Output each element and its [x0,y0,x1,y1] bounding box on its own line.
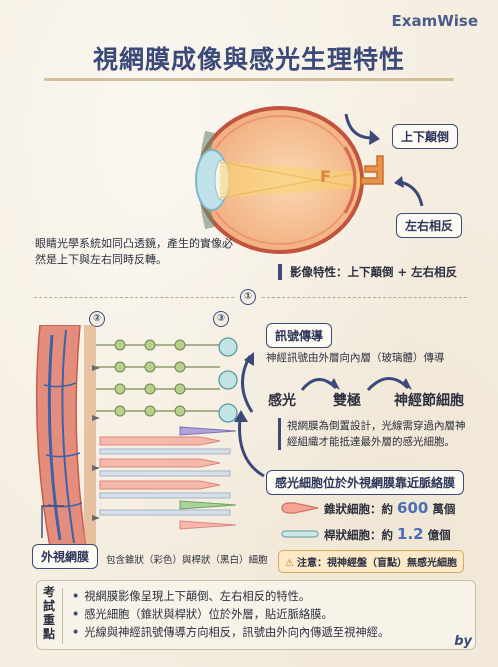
key-point-item: 光線與神經訊號傳導方向相反，訊號由外向內傳遞至視神經。 [72,624,389,642]
rod-cell-icon [281,530,319,538]
flip-arrow-icon [394,176,424,207]
rod-count-row: 桿狀細胞：約 1.2 億個 [324,525,451,543]
photoreceptor-tag: 感光細胞位於外視網膜靠近脈絡膜 [266,470,465,495]
cell-caption: 包含錐狀（彩色）與桿狀（黑白）細胞 [106,555,268,566]
retina-cell-illustration [35,325,238,548]
rotate-arrow-icon [344,113,380,145]
image-property: 影像特性：上下顛倒 + 左右相反 [278,264,457,280]
photoreceptor-pointer-arrow [234,410,265,478]
flow-arrows [300,377,412,392]
key-point-item: 感光細胞（錐狀與桿狀）位於外層，貼近脈絡膜。 [72,606,389,624]
flow-bipolar: 雙極 [333,393,361,409]
outer-retina-bracket [41,505,64,538]
inverted-f-icon [360,155,384,185]
marker-three: ③ [213,311,229,327]
blind-spot-warning: ⚠注意：視神經盤（盲點）無感光細胞 [278,550,464,573]
flow-ganglion: 神經節細胞 [394,393,464,409]
eye-illustration: F [195,106,364,254]
brand-logo: ExamWise [391,12,478,30]
left-right-tag: 左右相反 [396,213,463,238]
section-divider-left [34,297,234,298]
signature: by [454,634,472,649]
flow-photoreceptor: 感光 [268,393,296,409]
signal-description: 神經訊號由外層向內層（玻璃體）傳導 [266,352,445,364]
marker-one: ① [240,289,256,305]
lens-note: 眼睛光學系統如同凸透鏡，產生的實像必然是上下與左右同時反轉。 [35,237,233,266]
outer-retina-tag: 外視網膜 [32,544,99,569]
cone-label: 錐狀細胞：約 [324,502,393,516]
page-title: 視網膜成像與感光生理特性 [92,45,405,74]
rod-unit: 億個 [427,528,451,542]
section-divider-right [262,297,467,298]
warning-icon: ⚠ [285,558,294,569]
key-points-list: 視網膜影像呈現上下顛倒、左右相反的特性。 感光細胞（錐狀與桿狀）位於外層，貼近脈… [72,588,389,642]
signal-tag: 訊號傳導 [266,323,333,348]
cone-cell-icon [281,502,319,514]
cone-unit: 萬個 [432,502,456,516]
warning-text: 注意：視神經盤（盲點）無感光細胞 [296,558,457,569]
marker-two: ② [89,311,105,327]
rod-count: 1.2 [397,525,424,543]
cone-count-row: 錐狀細胞：約 600 萬個 [324,499,455,517]
signal-direction-arrow [241,352,254,413]
key-point-item: 視網膜影像呈現上下顛倒、左右相反的特性。 [72,588,389,606]
key-points-label: 考試重點 [42,585,55,641]
f-letter: F [320,167,331,186]
cone-count: 600 [397,499,429,517]
title-underline [44,78,454,81]
key-points-divider [62,588,63,644]
inverted-note: 視網膜為倒置設計，光線需穿過內層神經組織才能抵達最外層的感光細胞。 [278,418,468,450]
rod-label: 桿狀細胞：約 [324,528,393,542]
upside-down-tag: 上下顛倒 [392,124,459,149]
